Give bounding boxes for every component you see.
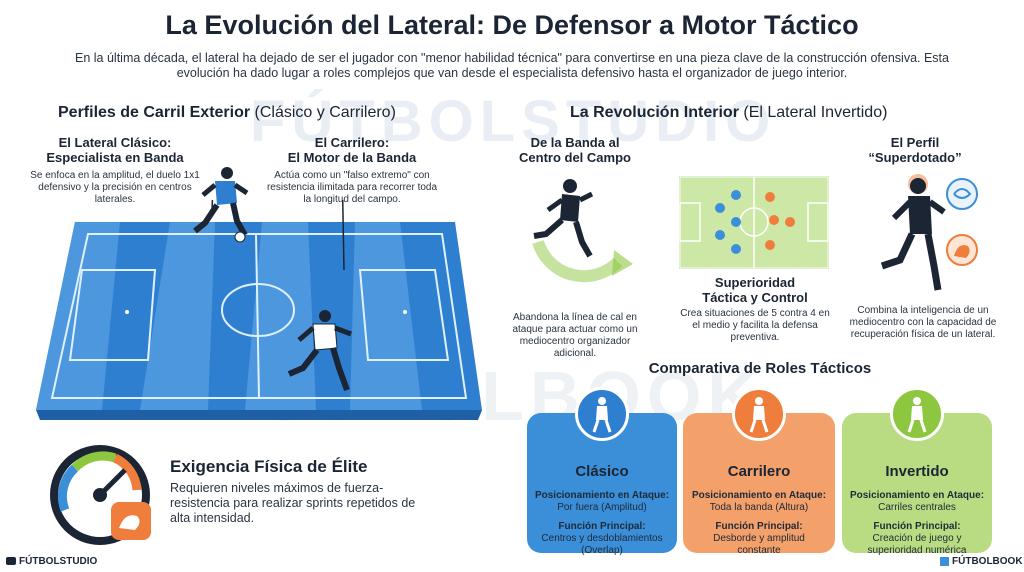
- right-section-title-bold: La Revolución Interior: [570, 104, 739, 121]
- left-section-title: Perfiles de Carril Exterior (Clásico y C…: [58, 104, 396, 122]
- right-section-title-rest: (El Lateral Invertido): [738, 104, 888, 121]
- exigencia-text: Requieren niveles máximos de fuerza-resi…: [170, 481, 416, 525]
- left-section-title-rest: (Clásico y Carrilero): [250, 104, 396, 121]
- logo-left: FÚTBOLSTUDIO: [6, 556, 97, 567]
- watermark-top: FÚTBOLSTUDIO: [250, 89, 777, 154]
- inverted-runner-figure: [532, 179, 633, 283]
- perfil-heading-1: El Perfil: [890, 135, 940, 150]
- invertido-player-icon: [890, 387, 944, 441]
- superioridad-text: Crea situaciones de 5 contra 4 en el med…: [680, 308, 830, 343]
- play-icon: [6, 557, 16, 566]
- superioridad-heading-2: Táctica y Control: [702, 290, 808, 305]
- left-section-title-bold: Perfiles de Carril Exterior: [58, 104, 251, 121]
- role-card-invertido: Invertido Posicionamiento en Ataque: Car…: [842, 387, 992, 556]
- carrilero-block: El Carrilero: El Motor de la Banda Actúa…: [262, 135, 442, 206]
- clasico-pos-label: Posicionamiento en Ataque:: [534, 490, 670, 501]
- perfil-block: El Perfil “Superdotado”: [860, 135, 970, 165]
- perfil-text: Combina la inteligencia de un mediocentr…: [849, 305, 997, 340]
- carrilero-pos-label: Posicionamiento en Ataque:: [691, 490, 827, 501]
- clasico-block: El Lateral Clásico: Especialista en Band…: [30, 135, 200, 206]
- carrilero-card-title: Carrilero: [727, 463, 791, 480]
- clasico-text: Se enfoca en la amplitud, el duelo 1x1 d…: [30, 170, 200, 205]
- exigencia-block: Exigencia Física de Élite Requieren nive…: [170, 457, 430, 526]
- logo-right: FÚTBOLBOOK: [940, 556, 1023, 567]
- carrilero-player-icon: [732, 387, 786, 441]
- right-section-title: La Revolución Interior (El Lateral Inver…: [570, 104, 887, 122]
- carrilero-text: Actúa como un "falso extremo" con resist…: [266, 170, 438, 205]
- perfil-heading-2: “Superdotado”: [868, 150, 962, 165]
- superioridad-heading-1: Superioridad: [714, 275, 796, 290]
- carrilero-func-label: Función Principal:: [715, 521, 803, 532]
- clasico-heading-2: Especialista en Banda: [46, 150, 184, 165]
- comparativa-title: Comparativa de Roles Tácticos: [648, 360, 872, 377]
- invertido-card-title: Invertido: [885, 463, 949, 480]
- clasico-heading-1: El Lateral Clásico:: [58, 135, 172, 150]
- logo-right-text: FÚTBOLBOOK: [952, 556, 1023, 567]
- carrilero-heading-1: El Carrilero:: [314, 135, 390, 150]
- banda-heading-2: Centro del Campo: [519, 150, 631, 165]
- role-card-clasico: Clásico Posicionamiento en Ataque: Por f…: [527, 387, 677, 556]
- carrilero-player-figure: [287, 310, 352, 392]
- invertido-pos-label: Posicionamiento en Ataque:: [849, 490, 985, 501]
- banda-block: De la Banda al Centro del Campo: [500, 135, 650, 165]
- clasico-func-label: Función Principal:: [558, 521, 646, 532]
- pitch-illustration: [36, 200, 482, 420]
- book-icon: [940, 556, 949, 566]
- carrilero-pos-value: Toda la banda (Altura): [709, 502, 809, 513]
- mini-pitch-illustration: [679, 176, 829, 269]
- banda-heading-1: De la Banda al: [530, 135, 620, 150]
- clasico-pos-value: Por fuera (Amplitud): [557, 502, 647, 513]
- banda-text: Abandona la línea de cal en ataque para …: [512, 312, 638, 359]
- clasico-player-icon: [575, 387, 629, 441]
- superdotado-player-figure: [880, 174, 978, 291]
- invertido-pos-value: Carriles centrales: [878, 502, 956, 513]
- superioridad-block: Superioridad Táctica y Control Crea situ…: [680, 275, 830, 344]
- role-card-carrilero: Carrilero Posicionamiento en Ataque: Tod…: [683, 387, 835, 556]
- logo-left-text: FÚTBOLSTUDIO: [19, 556, 98, 567]
- page-title: La Evolución del Lateral: De Defensor a …: [165, 10, 859, 40]
- intro-text: En la última década, el lateral ha dejad…: [75, 51, 949, 80]
- invertido-func-value: Creación de juego y superioridad numéric…: [867, 533, 967, 556]
- gauge-icon: [50, 445, 151, 545]
- clasico-card-title: Clásico: [575, 463, 629, 480]
- invertido-func-label: Función Principal:: [873, 521, 961, 532]
- clasico-player-figure: [193, 167, 249, 243]
- exigencia-heading: Exigencia Física de Élite: [170, 457, 368, 476]
- carrilero-heading-2: El Motor de la Banda: [287, 150, 417, 165]
- clasico-func-value: Centros y desdoblamientos (Overlap): [541, 533, 663, 556]
- carrilero-func-value: Desborde y amplitud constante: [713, 533, 805, 556]
